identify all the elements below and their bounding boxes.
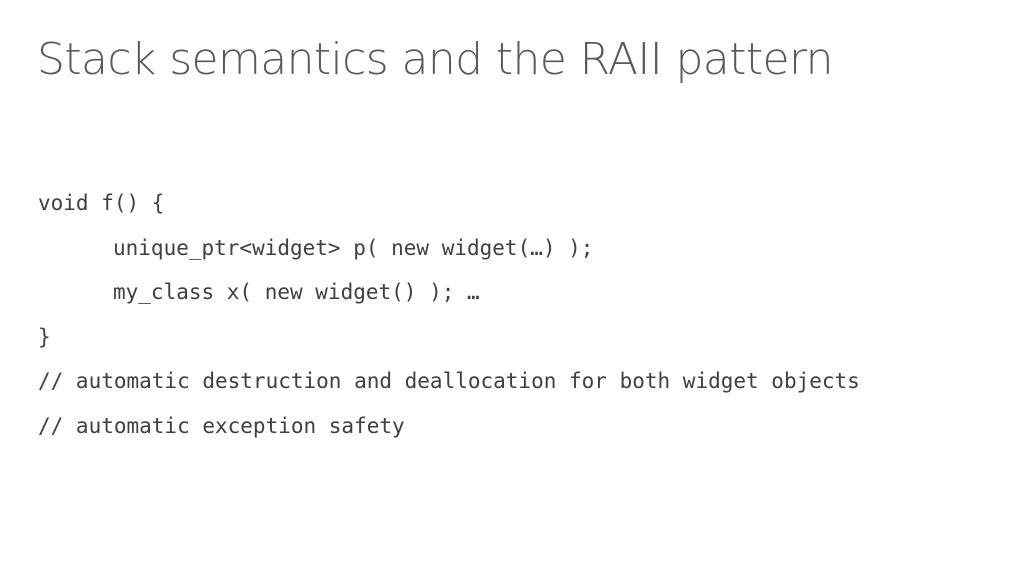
code-line-unique-ptr: unique_ptr<widget> p( new widget(…) ); <box>113 235 594 260</box>
code-line-closing-brace: } <box>38 324 51 349</box>
code-comment-exception-safety: // automatic exception safety <box>38 413 405 438</box>
code-line-my-class: my_class x( new widget() ); … <box>113 280 480 304</box>
code-comment-destruction: // automatic destruction and deallocatio… <box>38 369 860 393</box>
code-line-function-signature: void f() { <box>38 191 165 215</box>
code-block: void f() { unique_ptr<widget> p( new wid… <box>38 181 860 448</box>
slide-title: Stack semantics and the RAII pattern <box>37 34 834 85</box>
